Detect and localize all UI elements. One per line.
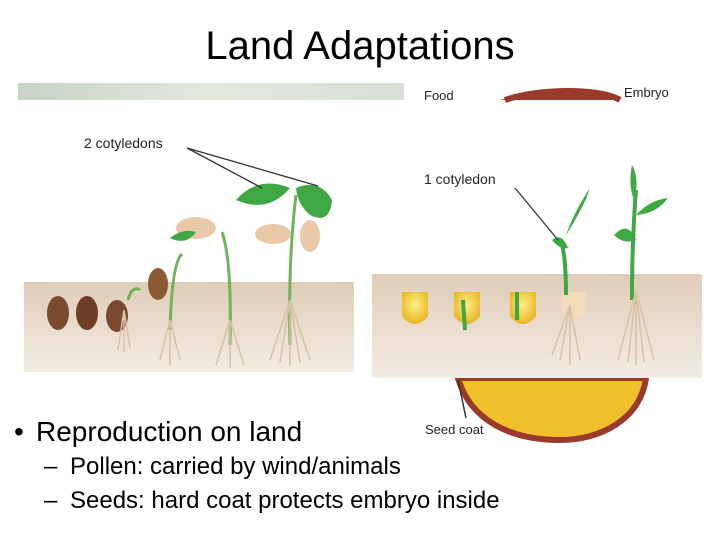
- label-embryo: Embryo: [624, 85, 669, 100]
- seed-bottom-cross-section: [454, 375, 650, 444]
- bullet-item: • Reproduction on land: [14, 414, 614, 450]
- label-food: Food: [424, 88, 454, 103]
- sub-bullet-dash-icon: –: [44, 487, 58, 514]
- sub-bullet-text: Seeds: hard coat protects embryo inside: [70, 487, 500, 514]
- soil-dicot: [24, 282, 354, 372]
- slide-title: Land Adaptations: [205, 24, 515, 68]
- seed-cross-section: [454, 88, 650, 444]
- bullet-text: Reproduction on land: [36, 416, 303, 447]
- bullet-dot-icon: •: [14, 416, 24, 447]
- sub-bullet-item: –Pollen: carried by wind/animals: [44, 450, 614, 484]
- label-one-cotyledon: 1 cotyledon: [424, 171, 496, 187]
- sub-bullet-dash-icon: –: [44, 453, 58, 480]
- label-seed-coat: Seed coat: [425, 422, 484, 437]
- sub-bullet-text: Pollen: carried by wind/animals: [70, 453, 401, 480]
- callout-lines: [186, 147, 559, 241]
- sub-bullet-item: –Seeds: hard coat protects embryo inside: [44, 484, 614, 518]
- monocot-leaves: [552, 165, 668, 249]
- soil-monocot: [372, 274, 702, 378]
- dicot-leaves: [170, 183, 332, 252]
- background-strip: [18, 83, 404, 100]
- monocot-roots: [551, 289, 655, 365]
- label-two-cotyledons: 2 cotyledons: [84, 135, 163, 151]
- roots: [117, 299, 311, 368]
- bullet-list: • Reproduction on land –Pollen: carried b…: [14, 414, 614, 518]
